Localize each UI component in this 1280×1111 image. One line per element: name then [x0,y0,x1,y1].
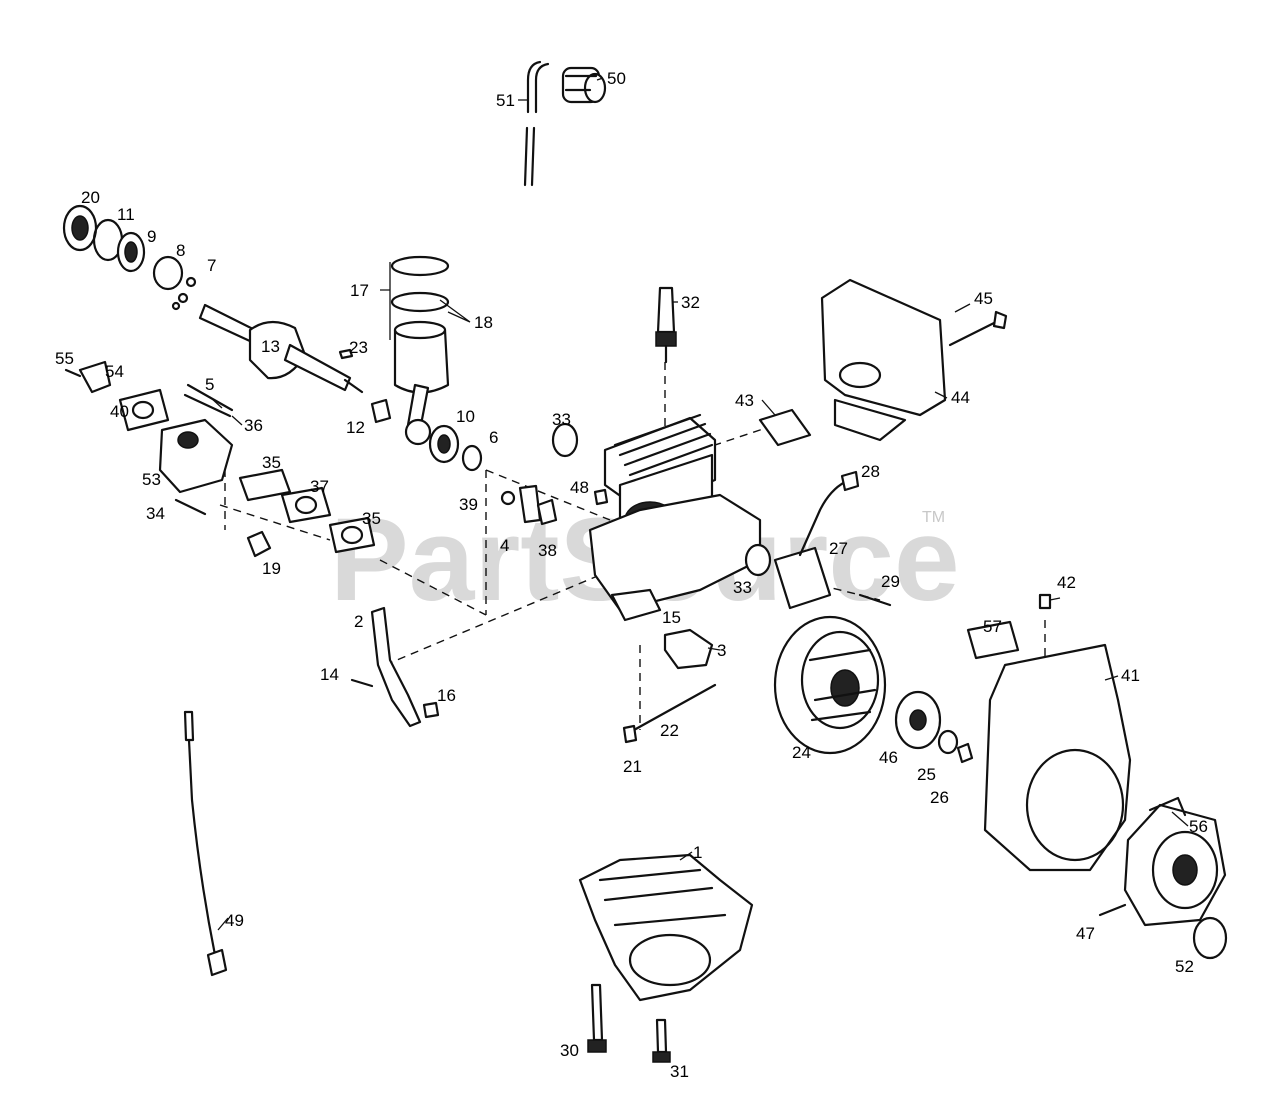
callout-8: 8 [176,241,185,260]
fuel-line-part [523,60,550,187]
spark-plug-part [655,286,677,364]
callout-37: 37 [310,477,329,496]
callout-55: 55 [55,349,74,368]
callout-23: 23 [349,338,368,357]
callout-10: 10 [456,407,475,426]
governor-group [622,628,717,744]
callout-52: 52 [1175,957,1194,976]
callout-33a: 33 [552,410,571,429]
muffler-group [758,278,1008,447]
callout-31: 31 [670,1062,689,1081]
callout-46: 46 [879,748,898,767]
callout-53: 53 [142,470,161,489]
carburetor-group [64,360,376,558]
callout-28: 28 [861,462,880,481]
callout-25: 25 [917,765,936,784]
callout-11: 11 [117,205,135,224]
callout-34: 34 [146,504,165,523]
callout-33b: 33 [733,578,752,597]
callout-27: 27 [829,539,848,558]
callout-2: 2 [354,612,363,631]
callout-48: 48 [570,478,589,497]
callout-41: 41 [1121,666,1140,685]
callout-38: 38 [538,541,557,560]
callout-21: 21 [623,757,642,776]
engine-block-group [500,413,772,622]
callout-3: 3 [717,641,726,660]
callout-16: 16 [437,686,456,705]
crankcase-group [578,853,754,1063]
callout-54: 54 [105,362,124,381]
primer-bulb-part [561,66,607,104]
callout-35a: 35 [262,453,281,472]
recoil-starter-group [1098,796,1228,960]
callout-36: 36 [244,416,263,435]
callout-32: 32 [681,293,700,312]
callout-43: 43 [735,391,754,410]
callout-49: 49 [225,911,244,930]
callout-42: 42 [1057,573,1076,592]
callout-14: 14 [320,665,339,684]
callout-9: 9 [147,227,156,246]
callout-47: 47 [1076,924,1095,943]
piston-group [338,255,483,472]
callout-29: 29 [881,572,900,591]
callout-26: 26 [930,788,949,807]
throttle-bracket-group [350,606,440,728]
callout-12: 12 [346,418,365,437]
callout-39: 39 [459,495,478,514]
callout-labels: 1 2 3 4 5 6 7 8 9 10 11 12 13 14 15 16 1… [55,69,1208,1081]
watermark-trademark: TM [922,509,945,526]
callout-20: 20 [81,188,100,207]
callout-57: 57 [983,617,1002,636]
callout-7: 7 [207,256,216,275]
callout-1: 1 [693,843,702,862]
callout-13: 13 [261,337,280,356]
callout-35b: 35 [362,509,381,528]
blower-housing-group [966,593,1132,872]
callout-4: 4 [500,536,509,555]
callout-24: 24 [792,743,811,762]
throttle-cable-part [183,710,228,977]
callout-56: 56 [1189,817,1208,836]
callout-22: 22 [660,721,679,740]
callout-18: 18 [474,313,493,332]
callout-19: 19 [262,559,281,578]
callout-45: 45 [974,289,993,308]
callout-5: 5 [205,375,214,394]
flywheel-group [773,615,974,764]
leader-lines [209,77,1189,931]
callout-50: 50 [607,69,626,88]
callout-6: 6 [489,428,498,447]
callout-17: 17 [350,281,369,300]
callout-44: 44 [951,388,970,407]
callout-30: 30 [560,1041,579,1060]
ignition-module-group [773,470,892,610]
callout-15: 15 [662,608,681,627]
callout-40: 40 [110,402,129,421]
crankshaft-group [62,204,364,394]
callout-51: 51 [496,91,515,110]
